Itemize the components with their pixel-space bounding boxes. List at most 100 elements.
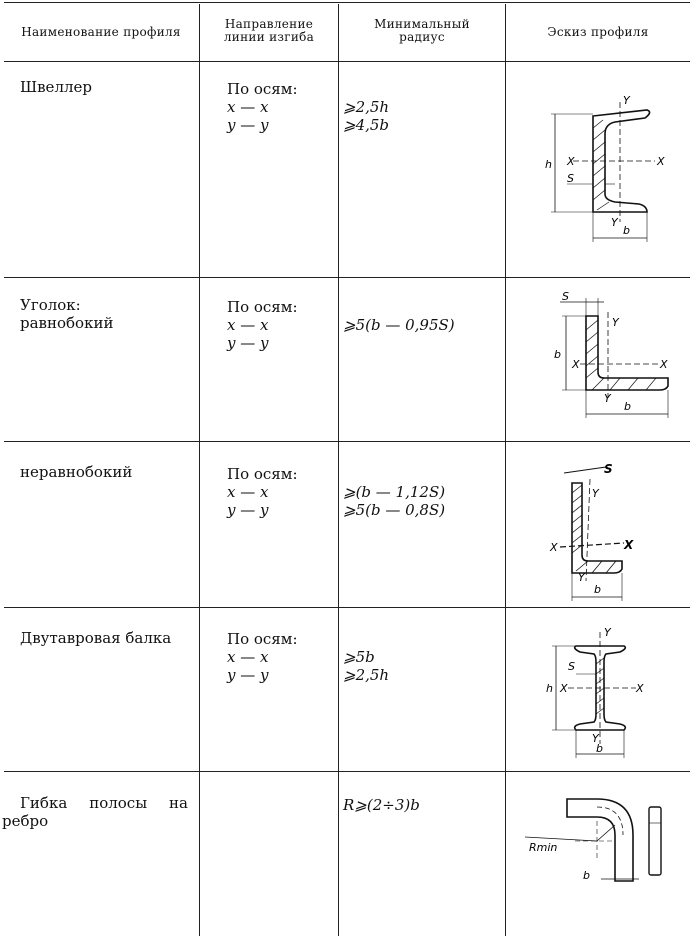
- header-direction-line2: линии изгиба: [223, 30, 315, 44]
- i-beam-label-h: h: [546, 682, 553, 695]
- strip-bend-sketch: Rmin b: [524, 798, 662, 882]
- direction-label: По осям:: [227, 80, 298, 98]
- unequal-angle-sketch: S b X X Y Y: [549, 462, 634, 601]
- header-bottom-rule: [4, 61, 690, 62]
- strip-bend-radius-leader: [524, 836, 598, 842]
- radius-value-1: ⩾5b: [343, 648, 375, 666]
- direction-y: y — y: [227, 334, 269, 352]
- direction-y: y — y: [227, 116, 269, 134]
- strip-bend-profile: [566, 798, 634, 882]
- direction-label: По осям:: [227, 630, 298, 648]
- header-radius: Минимальный радиус: [339, 18, 505, 44]
- row-radius: ⩾(b — 1,12S) ⩾5(b — 0,8S): [343, 483, 445, 519]
- strip-bend-label-b: b: [583, 869, 590, 882]
- i-beam-label-b: b: [596, 742, 603, 755]
- strip-bend-radius-arc: [596, 806, 624, 836]
- row-divider: [4, 441, 690, 442]
- i-beam-sketch: h S b X X Y Y: [546, 626, 644, 758]
- equal-angle-label-x-right: X: [659, 358, 668, 371]
- direction-x: x — x: [227, 483, 269, 501]
- row-name-line1: Швеллер: [20, 78, 92, 96]
- channel-label-b: b: [623, 224, 630, 237]
- i-beam-label-x-left: X: [559, 682, 568, 695]
- i-beam-label-y-bottom: Y: [592, 732, 600, 745]
- column-divider: [199, 4, 200, 936]
- unequal-angle-label-x-left: X: [549, 541, 558, 554]
- radius-value-2: ⩾5(b — 0,8S): [343, 501, 446, 519]
- radius-value-2: ⩾2,5h: [343, 666, 390, 684]
- equal-angle-label-s: S: [562, 290, 569, 303]
- radius-value-1: R⩾(2÷3)b: [343, 796, 420, 814]
- i-beam-label-x-right: X: [635, 682, 644, 695]
- equal-angle-label-x-left: X: [571, 358, 580, 371]
- channel-hatching: [592, 119, 610, 211]
- equal-angle-label-b-vertical: b: [554, 348, 561, 361]
- row-name-line1: Гибка полосы на: [20, 794, 188, 812]
- row-radius: ⩾5b ⩾2,5h: [343, 648, 389, 684]
- row-divider: [4, 771, 690, 772]
- row-name: Уголок: равнобокий: [20, 296, 113, 332]
- row-name-line1: неравнобокий: [20, 463, 133, 481]
- unequal-angle-dim-s: [563, 466, 607, 474]
- header-sketch: Эскиз профиля: [547, 25, 649, 39]
- row-name-line1: Двутавровая балка: [20, 629, 172, 647]
- unequal-angle-axis-y: [585, 478, 591, 582]
- row-name: Швеллер: [20, 78, 92, 96]
- row-radius: ⩾2,5h ⩾4,5b: [343, 98, 389, 134]
- header-direction: Направление линии изгиба: [200, 18, 338, 44]
- header-name: Наименование профиля: [21, 25, 181, 39]
- row-direction: По осям: x — x y — y: [227, 80, 298, 134]
- direction-y: y — y: [227, 666, 269, 684]
- row-direction: По осям: x — x y — y: [227, 630, 298, 684]
- direction-x: x — x: [227, 316, 269, 334]
- row-radius: R⩾(2÷3)b: [343, 796, 420, 814]
- column-divider: [505, 4, 506, 936]
- direction-label: По осям:: [227, 298, 298, 316]
- row-divider: [4, 277, 690, 278]
- unequal-angle-label-s: S: [604, 462, 613, 476]
- direction-x: x — x: [227, 648, 269, 666]
- channel-label-y-bottom: Y: [611, 216, 619, 229]
- channel-label-s: S: [567, 172, 574, 185]
- row-name: Гибка полосы на ребро: [2, 794, 188, 830]
- row-direction: По осям: x — x y — y: [227, 298, 298, 352]
- unequal-angle-label-x-right: X: [623, 538, 634, 552]
- i-beam-label-s: S: [568, 660, 575, 673]
- equal-angle-sketch: S b b X X Y Y: [554, 290, 669, 418]
- channel-label-x-right: X: [656, 155, 665, 168]
- channel-profile: [592, 109, 651, 213]
- unequal-angle-label-y-bottom: Y: [578, 571, 586, 584]
- equal-angle-label-b-horizontal: b: [624, 400, 631, 413]
- equal-angle-label-y-top: Y: [612, 316, 620, 329]
- row-divider: [4, 607, 690, 608]
- channel-label-x-left: X: [566, 155, 575, 168]
- channel-label-y-top: Y: [623, 94, 631, 107]
- equal-angle-profile: [585, 315, 669, 391]
- unequal-angle-label-y-top: Y: [592, 487, 600, 500]
- table-top-rule: [4, 2, 690, 3]
- radius-value-1: ⩾(b — 1,12S): [343, 483, 446, 501]
- radius-value-2: ⩾4,5b: [343, 116, 390, 134]
- unequal-angle-label-b: b: [594, 583, 601, 596]
- channel-sketch: h S b X X Y Y: [545, 94, 665, 242]
- direction-y: y — y: [227, 501, 269, 519]
- direction-x: x — x: [227, 98, 269, 116]
- unequal-angle-hatching: [571, 484, 617, 574]
- equal-angle-hatching: [585, 319, 657, 391]
- header-radius-line2: радиус: [399, 30, 445, 44]
- direction-label: По осям:: [227, 465, 298, 483]
- header-radius-line1: Минимальный: [374, 17, 470, 31]
- strip-section: [648, 806, 662, 876]
- row-name: Двутавровая балка: [20, 629, 171, 647]
- unequal-angle-axis-x: [559, 542, 625, 548]
- i-beam-label-y-top: Y: [604, 626, 612, 639]
- row-radius: ⩾5(b — 0,95S): [343, 316, 455, 334]
- strip-bend-label-r: Rmin: [529, 841, 557, 854]
- header-direction-line1: Направление: [224, 17, 314, 31]
- row-name-line1: Уголок:: [20, 296, 81, 314]
- radius-value-1: ⩾2,5h: [343, 98, 390, 116]
- channel-label-h: h: [545, 158, 552, 171]
- column-divider: [338, 4, 339, 936]
- row-name: неравнобокий: [20, 463, 132, 481]
